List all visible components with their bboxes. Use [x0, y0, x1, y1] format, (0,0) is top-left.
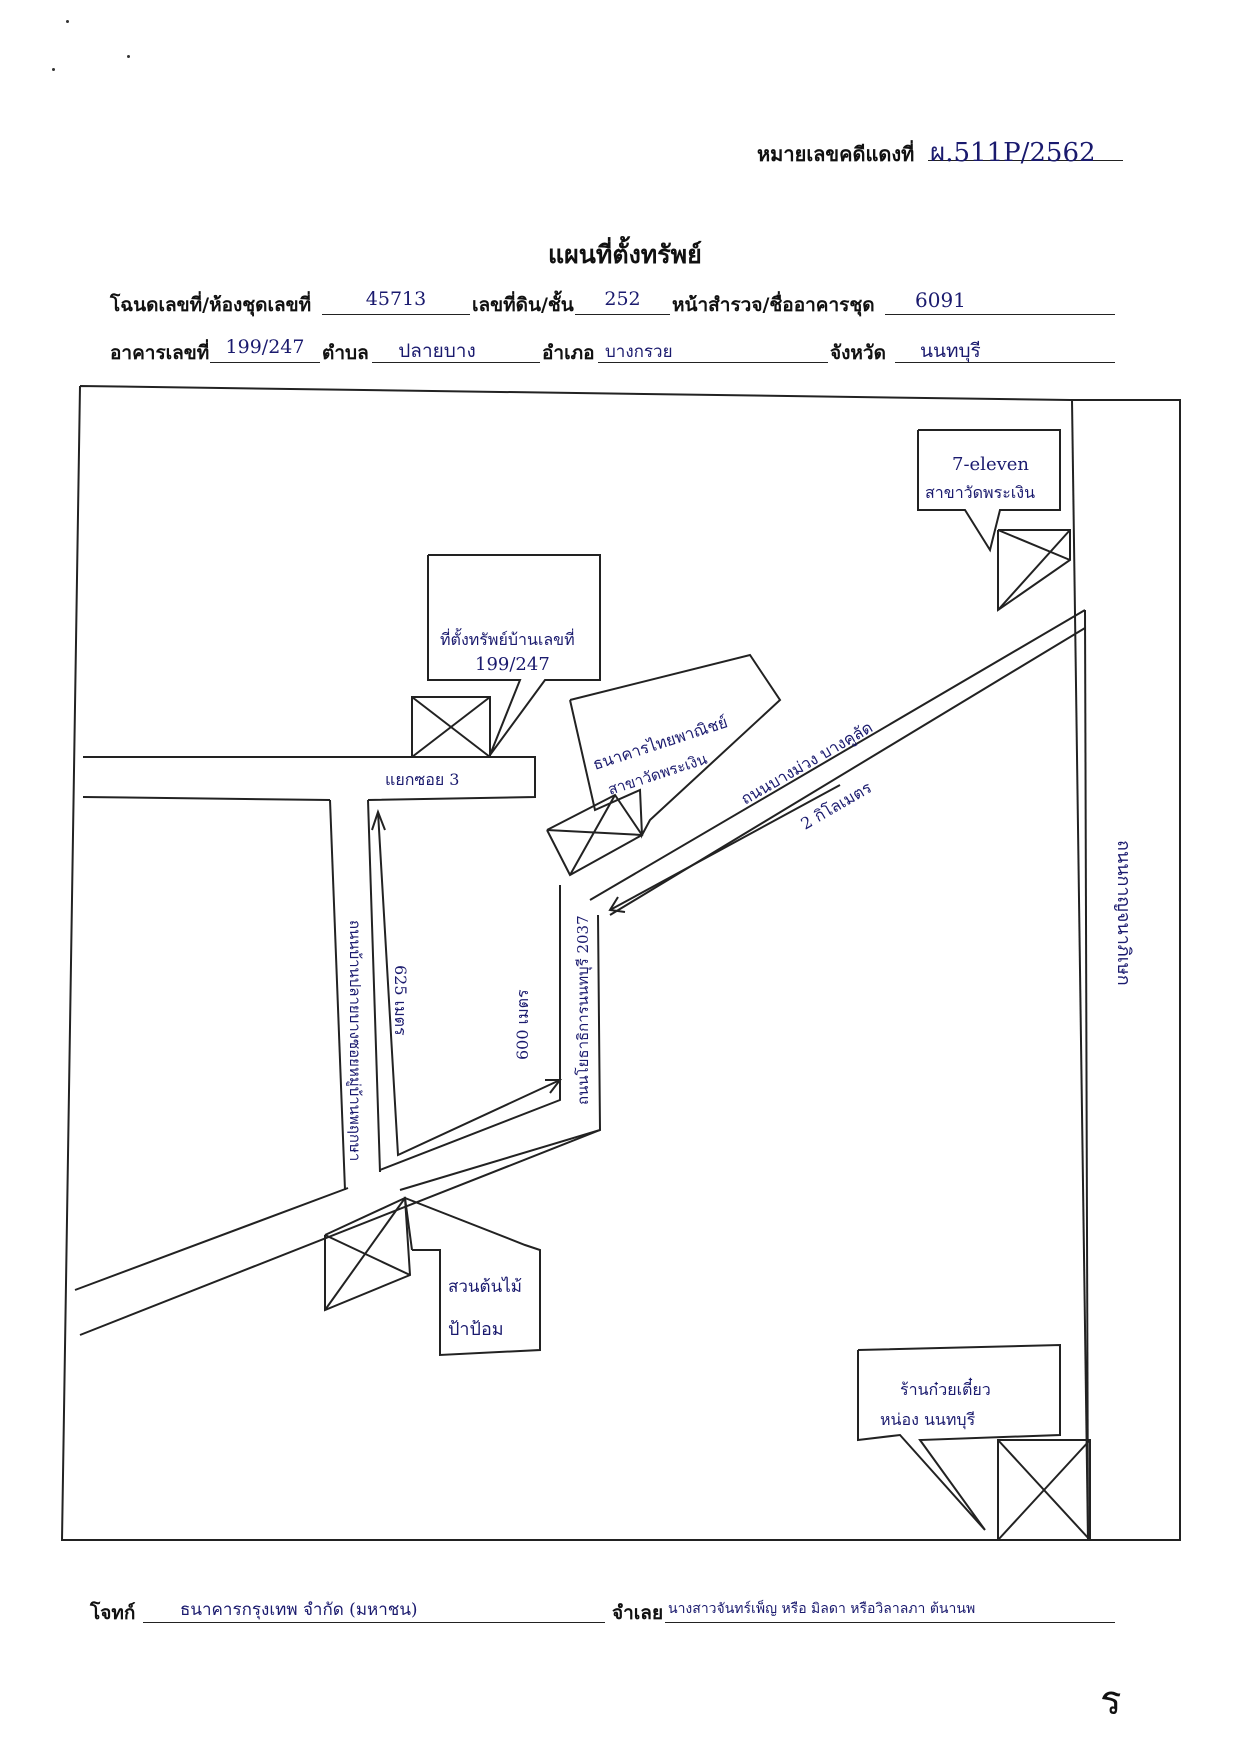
- property-marker: [411, 696, 491, 758]
- seven-eleven-marker-cross: [997, 529, 1071, 561]
- subdistrict-label: ตำบล: [322, 342, 369, 364]
- property-marker-cross: [411, 696, 491, 758]
- arrow-head: [545, 1079, 563, 1094]
- seven-eleven-sub-label: สาขาวัดพระเงิน: [925, 483, 1035, 502]
- building-value: 199/247: [225, 336, 305, 358]
- land-underline: [575, 314, 670, 315]
- park-marker-cross: [324, 1197, 406, 1311]
- bank-label-box: [569, 653, 782, 839]
- road-right-edge: [1084, 609, 1089, 1541]
- scan-speck: [127, 55, 130, 58]
- plaintiff-underline: [143, 1622, 605, 1623]
- map-frame: [60, 385, 1181, 1541]
- shop-marker-cross: [997, 1439, 1091, 1541]
- district-underline: [598, 362, 828, 363]
- deed-label: โฉนดเลขที่/ห้องชุดเลขที่: [110, 294, 312, 316]
- land-label: เลขที่ดิน/ชั้น: [472, 294, 574, 316]
- junction-label: แยกซอย 3: [385, 770, 459, 789]
- road-lower: [74, 1187, 349, 1291]
- plaintiff-label: โจทก์: [90, 1602, 136, 1624]
- seven-eleven-label-box: [917, 429, 1061, 553]
- building-label: อาคารเลขที่: [110, 342, 210, 364]
- route-arrow: [609, 784, 841, 911]
- survey-label: หน้าสำรวจ/ชื่ออาคารชุด: [672, 294, 875, 316]
- seven-eleven-marker-cross: [997, 529, 1071, 611]
- survey-value: 6091: [915, 288, 966, 312]
- survey-underline: [885, 314, 1115, 315]
- park-label-line-2: ป้าป้อม: [448, 1319, 504, 1340]
- property-label-line-1: ที่ตั้งทรัพย์บ้านเลขที่: [440, 628, 575, 649]
- route-arrow: [377, 811, 561, 1157]
- subdistrict-underline: [372, 362, 540, 363]
- road-soi: [367, 799, 381, 1173]
- shop-label-line-2: หน่อง นนทบุรี: [880, 1410, 976, 1430]
- road-diagonal: [589, 609, 1086, 901]
- property-label-line-2: 199/247: [475, 654, 550, 675]
- road-middle-label: ถนนโยธาธิการนนทบุรี 2037: [574, 915, 593, 1105]
- shop-label-line-1: ร้านก๋วยเตี๋ยว: [900, 1377, 991, 1399]
- distance-600-label: 600 เมตร: [513, 989, 532, 1060]
- deed-underline: [322, 314, 470, 315]
- road-right-label: ถนนกาญจนาภิเษก: [1113, 840, 1134, 986]
- building-underline: [210, 362, 320, 363]
- subdistrict-value: ปลายบาง: [398, 340, 476, 362]
- arrow-head: [608, 896, 626, 913]
- seven-eleven-label: 7-eleven: [952, 454, 1029, 475]
- scan-speck: [66, 20, 69, 23]
- defendant-underline: [665, 1622, 1115, 1623]
- plaintiff-value: ธนาคารกรุงเทพ จำกัด (มหาชน): [180, 1600, 418, 1620]
- case-number-value: ผ.511P/2562: [930, 138, 1096, 168]
- shop-label-box: [857, 1343, 1061, 1531]
- case-number-underline: [928, 160, 1123, 161]
- arrow-head: [371, 809, 386, 831]
- defendant-label: จำเลย: [612, 1602, 664, 1624]
- road-lower: [79, 1129, 601, 1336]
- park-label-line-1: สวนต้นไม้: [448, 1276, 522, 1297]
- road-left-label: ถนนบ้านปลายบางซอยหมู่บ้านพฤกษา: [346, 920, 364, 1161]
- case-number-label: หมายเลขคดีแดงที่: [757, 142, 915, 166]
- defendant-value: นางสาวจันทร์เพ็ญ หรือ มิลดา หรือวิลาลภา …: [668, 1601, 976, 1617]
- road-2037: [379, 885, 561, 1171]
- park-marker-cross: [324, 1234, 411, 1276]
- page-title: แผนที่ตั้งทรัพย์: [548, 240, 702, 269]
- signature: ร: [1100, 1678, 1122, 1724]
- road-junction: [83, 756, 536, 801]
- district-value: บางกรวย: [605, 342, 673, 362]
- deed-value: 45713: [365, 288, 427, 310]
- distance-625-label: 625 เมตร: [391, 965, 410, 1036]
- road-soi: [329, 799, 346, 1191]
- road-right-edge: [1071, 399, 1089, 1541]
- shop-marker: [997, 1439, 1091, 1541]
- bank-marker-cross: [569, 794, 616, 876]
- province-label: จังหวัด: [830, 342, 886, 364]
- land-value: 252: [604, 288, 641, 310]
- province-value: นนทบุรี: [920, 340, 981, 362]
- park-label-box: [403, 1196, 541, 1357]
- property-label-box: [427, 554, 601, 756]
- road-junction: [82, 796, 331, 801]
- district-label: อำเภอ: [542, 342, 595, 364]
- road-2037: [399, 914, 602, 1191]
- province-underline: [895, 362, 1115, 363]
- scan-speck: [52, 68, 55, 71]
